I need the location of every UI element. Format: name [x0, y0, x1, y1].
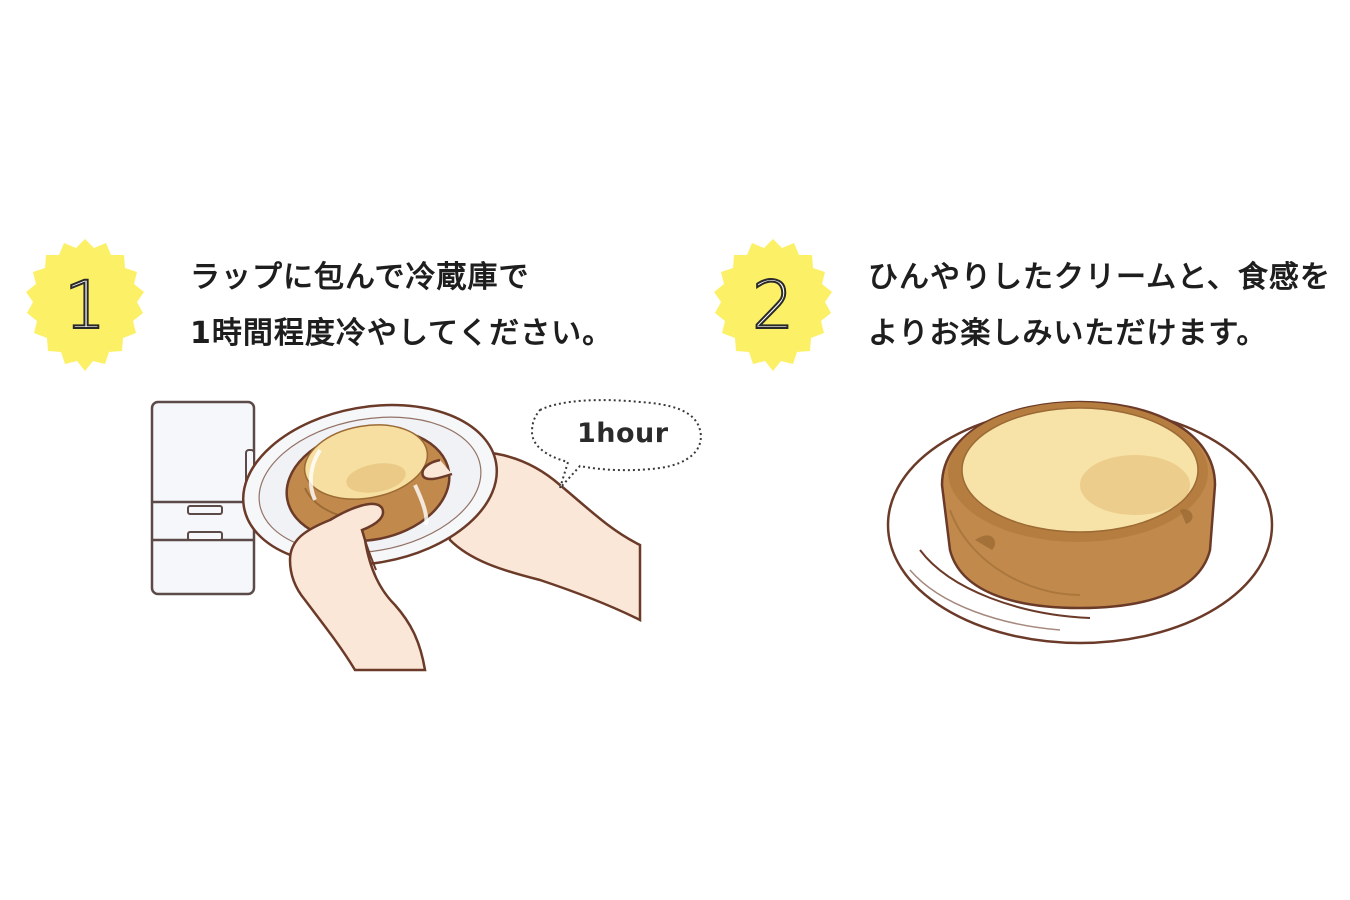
step-1-number: 1 — [63, 266, 107, 345]
step-1-text: ラップに包んで冷蔵庫で 1時間程度冷やしてください。 — [190, 250, 613, 362]
step-1-line-2: 1時間程度冷やしてください。 — [190, 316, 614, 351]
speech-bubble-icon — [530, 399, 702, 489]
tart-illustration — [940, 400, 1217, 610]
step-2-text: ひんやりしたクリームと、食感を よりお楽しみいただけます。 — [868, 250, 1331, 362]
refrigerator-icon — [150, 400, 256, 596]
step-1-badge: 1 — [10, 230, 160, 380]
bubble-text: 1hour — [577, 418, 669, 449]
step-1-line-1: ラップに包んで冷蔵庫で — [190, 260, 530, 295]
step-2-illustration — [886, 400, 1274, 645]
scalloped-badge-icon — [714, 239, 832, 371]
step-2-line-1: ひんやりしたクリームと、食感を — [868, 260, 1331, 295]
left-arm-illustration — [288, 502, 427, 672]
step-2-line-2: よりお楽しみいただけます。 — [868, 316, 1268, 351]
step-1-illustration — [150, 399, 702, 672]
step-2-badge: 2 — [698, 230, 848, 380]
tart-illustration — [285, 424, 451, 543]
scalloped-badge-icon — [26, 239, 144, 371]
step-2-number: 2 — [751, 266, 795, 345]
